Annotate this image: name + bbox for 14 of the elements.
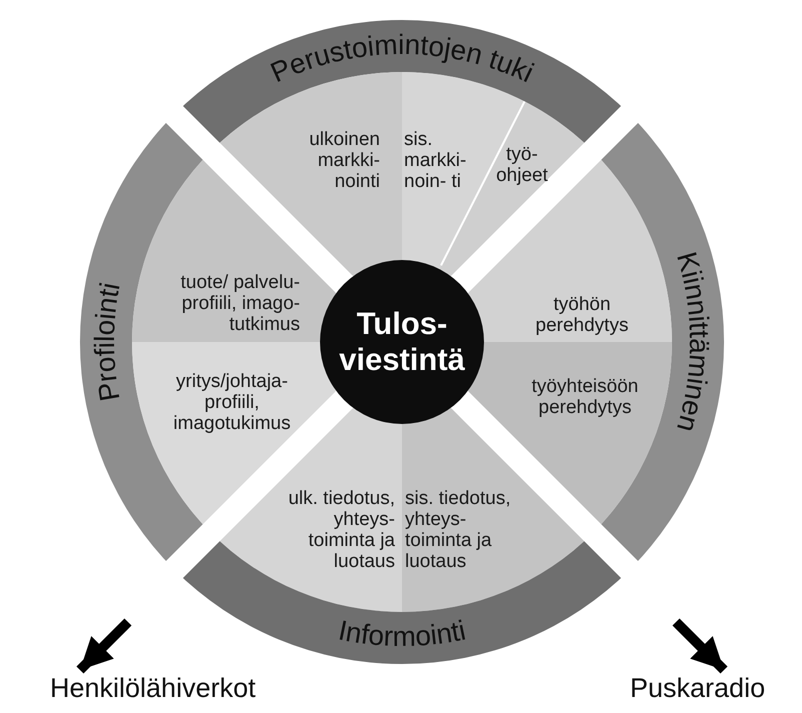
band-label: Informointi — [336, 614, 468, 652]
caption-text: Puskaradio — [630, 672, 766, 704]
sector-label: yritys/johtaja- profiili, imagotukimus — [147, 370, 317, 434]
sector-label: työ- ohjeet — [490, 144, 554, 186]
arrow — [672, 618, 728, 674]
sector-label: työhön perehdytys — [507, 294, 657, 336]
sector-label: ulkoinen markki- nointi — [280, 128, 380, 192]
sector-label: ulk. tiedotus, yhteys- toiminta ja luotaus — [285, 488, 395, 572]
sector-label: työyhteisöön perehdytys — [505, 376, 665, 418]
sector-label: tuote/ palvelu- profiili, imago- tutkimus — [160, 272, 300, 334]
arrow — [76, 618, 132, 674]
caption-text: Henkilölähiverkot — [50, 672, 256, 704]
sector-label: sis. markki- noin- ti — [404, 128, 470, 192]
sector-label: sis. tiedotus, yhteys- toiminta ja luotaus — [405, 488, 525, 572]
